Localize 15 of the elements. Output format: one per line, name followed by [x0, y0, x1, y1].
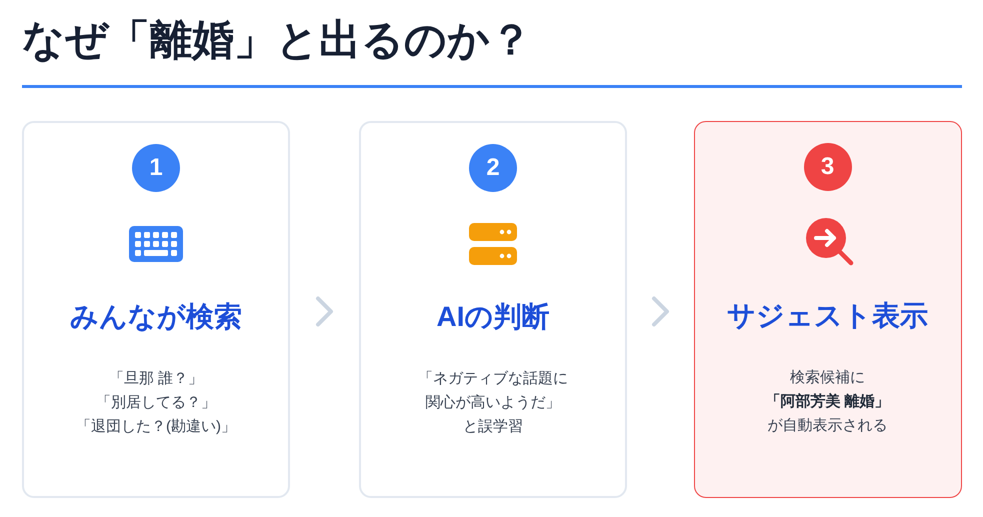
- step-number: 1: [132, 144, 180, 192]
- chevron-arrow: [316, 296, 333, 326]
- step-card: [22, 121, 290, 498]
- step-card: [359, 121, 627, 498]
- card-heading: サジェスト表示: [727, 299, 928, 333]
- card-description: 検索候補に「阿部芳美 離婚」が自動表示される: [765, 368, 890, 436]
- card-heading: AIの判断: [436, 300, 550, 334]
- page-title: なぜ「離婚」と出るのか？: [22, 15, 532, 65]
- step-card: [694, 121, 962, 498]
- chevron-arrow: [652, 296, 669, 326]
- card-description: 「ネガティブな話題に関心が高いようだ」と誤学習: [418, 369, 568, 437]
- card-heading: みんなが検索: [70, 300, 242, 334]
- step-number: 3: [804, 143, 852, 191]
- step-number: 2: [469, 144, 517, 192]
- card-description: 「旦那 誰？」「別居してる？」「退団した？(勘違い)」: [76, 369, 236, 437]
